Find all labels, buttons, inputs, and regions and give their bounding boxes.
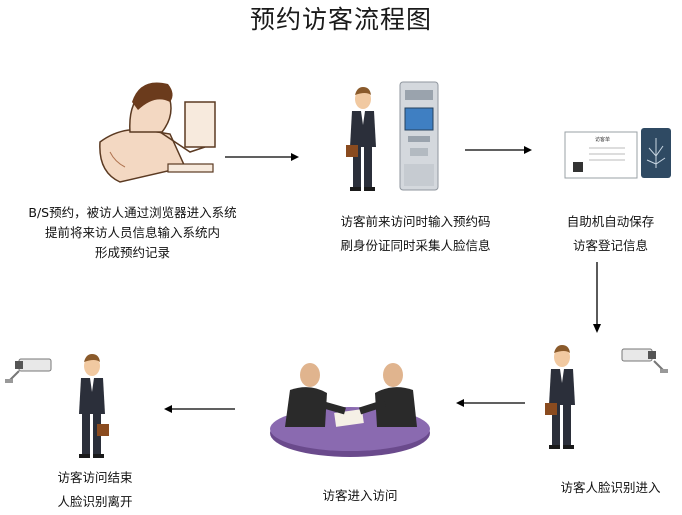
- step-5-line-1: 访客进入访问: [322, 488, 398, 503]
- step-3-line-2: 访客登记信息: [572, 238, 648, 253]
- step-2-line-2: 刷身份证同时采集人脸信息: [340, 238, 491, 253]
- visitor-figure-exit: [79, 354, 109, 458]
- card-label: 访客单: [595, 136, 610, 143]
- step-6-line-1: 访客访问结束: [57, 470, 133, 485]
- visitor-figure-entry: [545, 345, 575, 449]
- registration-card: 访客单: [564, 128, 671, 179]
- step-6-line-2: 人脸识别离开: [57, 494, 133, 509]
- step-4-line-1: 访客人脸识别进入: [560, 480, 661, 495]
- step-1-line-3: 形成预约记录: [94, 245, 170, 260]
- meeting-illustration: [270, 363, 430, 457]
- step-3-caption: 自助机自动保存 访客登记信息: [548, 210, 673, 258]
- step-2-line-1: 访客前来访问时输入预约码: [340, 214, 491, 229]
- arrow-step4-to-step5: [456, 399, 525, 407]
- arrow-step3-to-step4: [593, 262, 601, 333]
- arrow-step2-to-step3: [465, 146, 532, 154]
- self-service-kiosk: [399, 81, 439, 191]
- step-2-caption: 访客前来访问时输入预约码 刷身份证同时采集人脸信息: [318, 210, 513, 258]
- step-6-caption: 访客访问结束 人脸识别离开: [40, 466, 150, 514]
- step-1-line-2: 提前将来访人员信息输入系统内: [44, 225, 220, 240]
- step-5-caption: 访客进入访问: [300, 486, 420, 506]
- step-1-line-1: B/S预约，被访人通过浏览器进入系统: [28, 205, 237, 220]
- visitor-figure: [346, 87, 376, 191]
- office-worker-illustration: [99, 82, 216, 183]
- step-1-caption: B/S预约，被访人通过浏览器进入系统 提前将来访人员信息输入系统内 形成预约记录: [10, 203, 255, 263]
- arrow-step1-to-step2: [225, 153, 299, 161]
- arrow-step5-to-step6: [164, 405, 235, 413]
- step-4-caption: 访客人脸识别进入: [548, 478, 673, 498]
- step-3-line-1: 自助机自动保存: [566, 214, 655, 229]
- diagram-title: 预约访客流程图: [249, 5, 432, 34]
- security-camera-exit-icon: [5, 358, 52, 383]
- security-camera-icon: [621, 348, 668, 373]
